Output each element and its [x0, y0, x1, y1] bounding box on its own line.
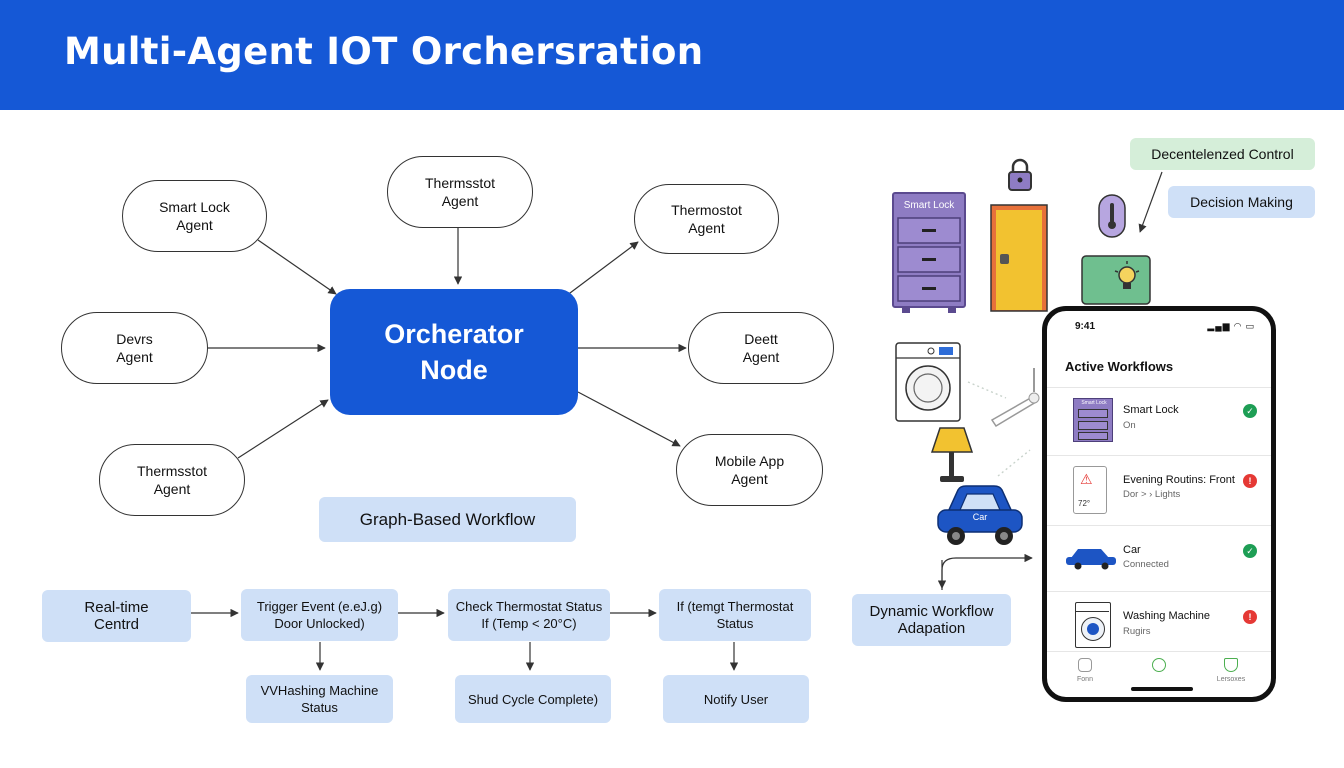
faint-link-2 [997, 449, 1031, 477]
shield-icon [1224, 658, 1238, 672]
smart-lock-cabinet-icon: Smart Lock [892, 192, 966, 314]
active-workflows-title: Active Workflows [1065, 359, 1174, 374]
notify-user-box: Notify User [663, 675, 809, 723]
thermostat-thumb-label: 72° [1078, 499, 1091, 508]
decision-making-label: Decision Making [1168, 186, 1315, 218]
workflow-title: Washing Machine [1123, 610, 1211, 622]
car-label: Car [972, 512, 988, 522]
decentralized-control-label: Decentelenzed Control [1130, 138, 1315, 170]
tab-resources[interactable]: Lersoxes [1211, 658, 1251, 683]
thermostat-agent-node-bottom: Thermsstot Agent [99, 444, 245, 516]
tab-home[interactable]: Fonn [1065, 658, 1105, 683]
edge-center-to-thermostot [565, 241, 639, 297]
thermostat-thumb-icon: ⚠ 72° [1073, 466, 1107, 514]
thermostat-agent-node-top: Thermsstot Agent [387, 156, 533, 228]
status-error-icon: ! [1243, 474, 1257, 488]
workflow-row-car[interactable]: Car Connected ✓ [1047, 525, 1271, 591]
status-ok-icon: ✓ [1243, 544, 1257, 558]
phone-mockup: 9:41 ▂▄▆ ◠ ▭ Active Workflows Smart Lock… [1042, 306, 1276, 702]
circle-icon [1152, 658, 1166, 672]
status-ok-icon: ✓ [1243, 404, 1257, 418]
edge-dynamic-to-phone [941, 553, 1033, 590]
cabinet-label: Smart Lock [903, 200, 955, 211]
header-banner: Multi-Agent IOT Orchersration [0, 0, 1344, 110]
washer-thumb-icon [1075, 602, 1111, 648]
cycle-complete-box: Shud Cycle Complete) [455, 675, 611, 723]
workflow-subtitle: Connected [1123, 559, 1169, 570]
page-title: Multi-Agent IOT Orchersration [64, 30, 704, 73]
lamp-icon [930, 426, 974, 489]
realtime-control-box: Real-time Centrd [42, 590, 191, 642]
device-agent-node-right: Deett Agent [688, 312, 834, 384]
workflow-subtitle: Dor > › Lights [1123, 489, 1181, 500]
edge-center-to-mobile [577, 391, 681, 447]
mobile-app-agent-node: Mobile App Agent [676, 434, 823, 506]
workflow-title: Evening Routins: Front [1123, 474, 1235, 486]
washing-machine-status-box: VVHashing Machine Status [246, 675, 393, 723]
if-thermostat-box: If (temgt Thermostat Status [659, 589, 811, 641]
thermometer-icon [1098, 194, 1126, 243]
washing-machine-icon [895, 342, 961, 427]
dynamic-workflow-label: Dynamic Workflow Adapation [852, 594, 1011, 646]
workflow-title: Car [1123, 544, 1141, 556]
smart-lock-thumb-label: Smart Lock [1081, 400, 1107, 406]
tab-center[interactable] [1139, 658, 1179, 676]
smart-door-icon [990, 204, 1048, 317]
workflow-title: Smart Lock [1123, 404, 1179, 416]
trigger-event-box: Trigger Event (e.eJ.g) Door Unlocked) [241, 589, 398, 641]
padlock-icon [1007, 158, 1033, 197]
home-indicator [1131, 687, 1193, 691]
home-icon [1078, 658, 1092, 672]
devices-agent-node: Devrs Agent [61, 312, 208, 384]
check-thermostat-box: Check Thermostat Status If (Temp < 20°C) [448, 589, 610, 641]
edge-decentralized-to-device [1138, 171, 1163, 233]
smart-bulb-device-icon [1081, 255, 1151, 310]
orchestrator-node: Orcherator Node [330, 289, 578, 415]
workflow-row-washing-machine[interactable]: Washing Machine Rugirs ! [1047, 591, 1271, 655]
smart-lock-thumb-icon: Smart Lock [1073, 398, 1113, 442]
status-error-icon: ! [1243, 610, 1257, 624]
smart-lock-agent-node: Smart Lock Agent [122, 180, 267, 252]
workflow-subtitle: On [1123, 420, 1136, 431]
thermostat-agent-node-right: Thermostot Agent [634, 184, 779, 254]
car-icon: Car [936, 482, 1024, 553]
workflow-row-evening-routine[interactable]: ⚠ 72° Evening Routins: Front Dor > › Lig… [1047, 455, 1271, 525]
car-thumb-icon [1065, 546, 1117, 575]
edge-thermsstot-to-center [237, 399, 329, 459]
workflow-row-smart-lock[interactable]: Smart Lock Smart Lock On ✓ [1047, 387, 1271, 455]
phone-time: 9:41 [1075, 321, 1096, 332]
graph-based-workflow-label: Graph-Based Workflow [319, 497, 576, 542]
ceiling-fan-icon [990, 368, 1046, 439]
workflow-subtitle: Rugirs [1123, 626, 1151, 637]
edge-smartlock-to-center [257, 239, 337, 295]
signal-wifi-battery-icon: ▂▄▆ ◠ ▭ [1207, 321, 1255, 331]
phone-tab-bar: Fonn Lersoxes [1047, 651, 1271, 697]
